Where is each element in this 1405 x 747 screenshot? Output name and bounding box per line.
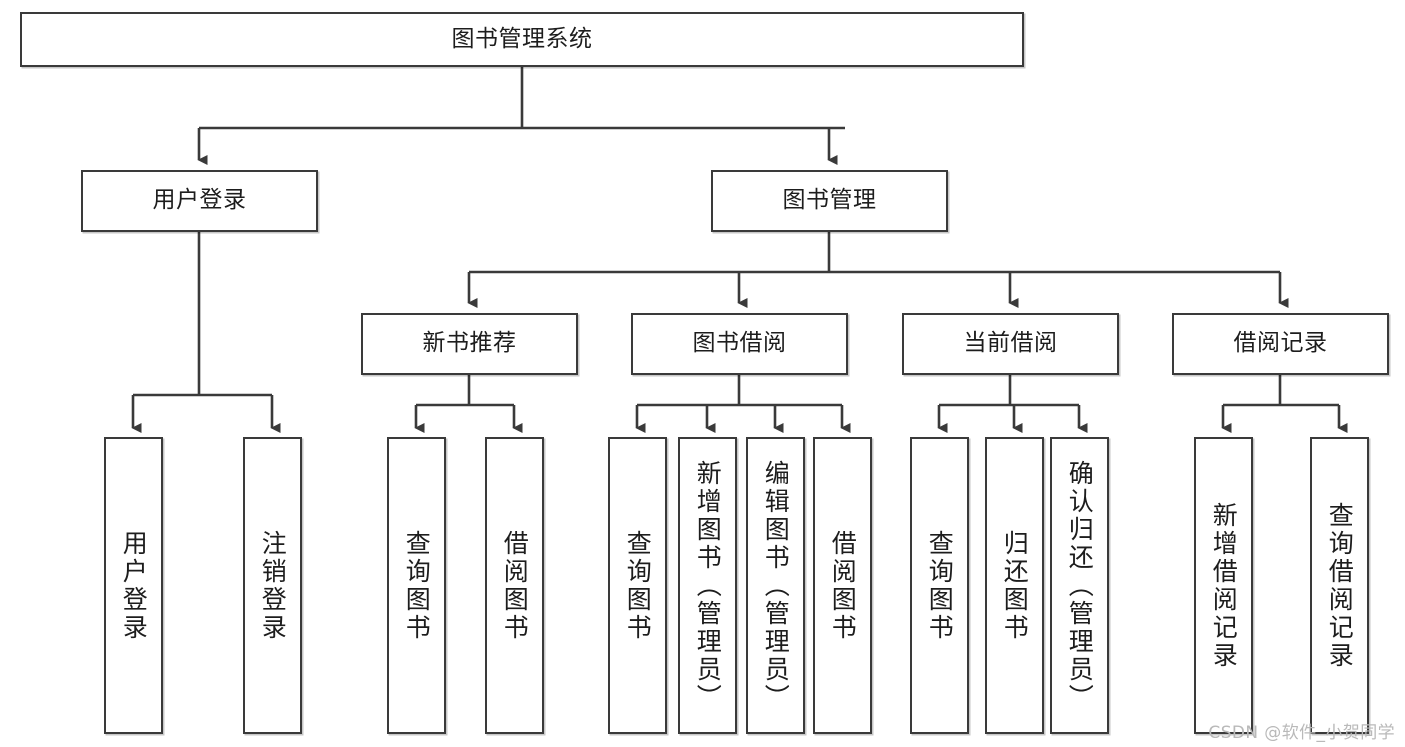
node-book-management[interactable]: 图书管理: [711, 170, 948, 232]
node-leaf-query-book-cb[interactable]: 查询图书: [910, 437, 969, 734]
node-label: 查询图书: [925, 529, 955, 642]
node-label: 当前借阅: [963, 330, 1058, 357]
node-current-borrow[interactable]: 当前借阅: [902, 313, 1119, 375]
node-label: 编辑图书（管理员）: [761, 459, 791, 712]
node-leaf-query-book-bb[interactable]: 查询图书: [608, 437, 667, 734]
node-label: 确认归还（管理员）: [1065, 459, 1095, 712]
node-label: 查询借阅记录: [1325, 501, 1355, 670]
node-label: 图书借阅: [692, 330, 787, 357]
node-label: 图书管理: [782, 187, 877, 214]
node-leaf-query-borrow-record[interactable]: 查询借阅记录: [1310, 437, 1369, 734]
node-leaf-borrow-book-nb[interactable]: 借阅图书: [485, 437, 544, 734]
node-leaf-user-login[interactable]: 用户登录: [104, 437, 163, 734]
node-label: 借阅图书: [828, 529, 858, 642]
node-new-book-recommend[interactable]: 新书推荐: [361, 313, 578, 375]
node-label: 借阅记录: [1233, 330, 1328, 357]
node-leaf-return-book[interactable]: 归还图书: [985, 437, 1044, 734]
node-label: 注销登录: [258, 529, 288, 642]
node-label: 新书推荐: [422, 330, 517, 357]
node-leaf-borrow-book-bb[interactable]: 借阅图书: [813, 437, 872, 734]
node-label: 借阅图书: [500, 529, 530, 642]
node-label: 用户登录: [119, 529, 149, 642]
node-label: 用户登录: [152, 187, 247, 214]
node-label: 查询图书: [402, 529, 432, 642]
node-user-login[interactable]: 用户登录: [81, 170, 318, 232]
node-label: 图书管理系统: [451, 25, 593, 52]
node-leaf-user-logout[interactable]: 注销登录: [243, 437, 302, 734]
node-borrow-record[interactable]: 借阅记录: [1172, 313, 1389, 375]
node-leaf-query-book-nb[interactable]: 查询图书: [387, 437, 446, 734]
node-root-book-management-system[interactable]: 图书管理系统: [20, 12, 1024, 67]
node-label: 新增图书（管理员）: [693, 459, 723, 712]
node-leaf-add-borrow-record[interactable]: 新增借阅记录: [1194, 437, 1253, 734]
node-leaf-confirm-return-admin[interactable]: 确认归还（管理员）: [1050, 437, 1109, 734]
node-book-borrow[interactable]: 图书借阅: [631, 313, 848, 375]
node-label: 查询图书: [623, 529, 653, 642]
node-label: 归还图书: [1000, 529, 1030, 642]
csdn-watermark: CSDN @软件_小贺同学: [1208, 723, 1395, 743]
node-label: 新增借阅记录: [1209, 501, 1239, 670]
node-leaf-add-book-admin[interactable]: 新增图书（管理员）: [678, 437, 737, 734]
node-leaf-edit-book-admin[interactable]: 编辑图书（管理员）: [746, 437, 805, 734]
